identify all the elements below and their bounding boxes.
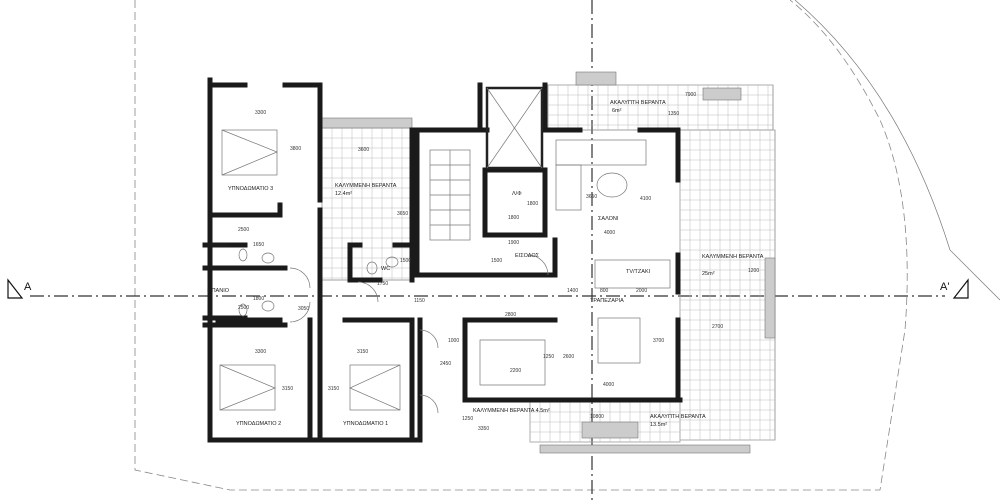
sofa	[555, 139, 647, 166]
room-area-veranda-top: 6m²	[612, 108, 622, 114]
dim: 2450	[440, 361, 451, 367]
door-swings	[289, 254, 549, 414]
planter	[321, 117, 413, 129]
room-label-bath-upper: ΜΠΑΝΙΟ	[207, 243, 230, 249]
section-label-left: A	[24, 281, 32, 293]
dim: 1500	[491, 258, 502, 264]
room-label-veranda-open-bottom: ΑΚΑΛΥΠΤΗ ΒΕΡΑΝΤΑ	[650, 414, 706, 420]
room-label-lift: Λ/Φ	[512, 191, 522, 197]
room-label-tv: TV/ΤΖΑΚΙ	[626, 269, 651, 275]
room-label-bedroom1: ΥΠΝΟΔΩΜΑΤΙΟ 1	[343, 421, 388, 427]
dim: 4100	[640, 196, 651, 202]
dim: 3650	[586, 194, 597, 200]
dim: 3050	[298, 306, 309, 312]
tv-unit	[594, 259, 671, 289]
dim: 3700	[653, 338, 664, 344]
planter	[575, 71, 617, 86]
dim: 1000	[448, 338, 459, 344]
dim: 2500	[238, 227, 249, 233]
bed-bedroom2	[219, 364, 276, 411]
dim: 3800	[290, 146, 301, 152]
dim: 3150	[282, 386, 293, 392]
tile-grid	[321, 84, 776, 443]
section-marker-right-icon	[952, 278, 969, 299]
section-marker-left-icon	[7, 278, 24, 299]
dim: 2000	[636, 288, 647, 294]
room-label-bath-lower: ΜΠΑΝΙΟ	[207, 288, 230, 294]
planter	[764, 257, 776, 339]
dim: 3350	[478, 426, 489, 432]
walls	[202, 77, 683, 443]
dim: 3300	[255, 349, 266, 355]
planter	[702, 87, 742, 101]
dim: 3150	[357, 349, 368, 355]
dim: 2500	[238, 305, 249, 311]
dim: 3600	[358, 147, 369, 153]
dim: 1350	[668, 111, 679, 117]
dim: 3300	[255, 110, 266, 116]
room-label-veranda-left: ΚΑΛΥΜΜΕΝΗ ΒΕΡΑΝΤΑ	[335, 183, 397, 189]
kitchen-counter	[479, 339, 546, 386]
room-label-dining: ΤΡΑΠΕΖΑΡΙΑ	[590, 298, 624, 304]
room-label-bedroom2: ΥΠΝΟΔΩΜΑΤΙΟ 2	[236, 421, 281, 427]
plot-boundary	[134, 0, 908, 491]
planter	[581, 421, 639, 439]
sanitary-fixtures	[238, 248, 399, 317]
dim: 1250	[543, 354, 554, 360]
room-label-entrance: ΕΙΣΟΔΟΣ	[515, 253, 540, 259]
section-label-right: A'	[940, 281, 949, 293]
dim: 800	[600, 288, 609, 294]
dim: 1500	[400, 258, 411, 264]
dim: 4000	[604, 230, 615, 236]
room-area-veranda-right: 25m²	[702, 271, 715, 277]
planter	[539, 444, 751, 454]
dim: 2700	[712, 324, 723, 330]
dim: 2200	[510, 368, 521, 374]
dimension-labels: 3300 3800 3600 3650 2500 1650 2500 1800 …	[238, 92, 759, 432]
room-area-veranda-left: 12.4m²	[335, 191, 352, 197]
dim: 3150	[328, 386, 339, 392]
dim: 2800	[505, 312, 516, 318]
lift-shaft	[485, 86, 544, 170]
dim: 1150	[414, 298, 425, 304]
dim: 1200	[748, 268, 759, 274]
stairs	[429, 149, 471, 241]
dim: 7900	[685, 92, 696, 98]
dim: 4000	[603, 382, 614, 388]
dim: 1250	[462, 416, 473, 422]
coffee-table	[596, 172, 628, 198]
dim: 2600	[563, 354, 574, 360]
dim: 1750	[377, 281, 388, 287]
dim: 1800	[253, 296, 264, 302]
dim: 1800	[527, 201, 538, 207]
room-label-living: ΣΑΛΟΝΙ	[598, 216, 619, 222]
dim: 10800	[590, 414, 604, 420]
dim: 1400	[567, 288, 578, 294]
room-label-veranda-bottom: ΚΑΛΥΜΜΕΝΗ ΒΕΡΑΝΤΑ 4.5m²	[473, 408, 550, 414]
room-label-bedroom3: ΥΠΝΟΔΩΜΑΤΙΟ 3	[228, 186, 273, 192]
dim: 1800	[508, 215, 519, 221]
dim: 1650	[253, 242, 264, 248]
bed-bedroom1	[349, 364, 401, 411]
sofa	[555, 164, 582, 211]
room-label-veranda-right: ΚΑΛΥΜΜΕΝΗ ΒΕΡΑΝΤΑ	[702, 254, 764, 260]
dim: 3650	[397, 211, 408, 217]
room-label-wc: WC	[381, 266, 390, 272]
room-area-veranda-open-bottom: 13.5m²	[650, 422, 667, 428]
dim: 1900	[508, 240, 519, 246]
room-label-veranda-top: ΑΚΑΛΥΠΤΗ ΒΕΡΑΝΤΑ	[610, 100, 666, 106]
site-curve	[794, 0, 1000, 301]
dining-table	[597, 317, 641, 364]
bed-bedroom3	[221, 129, 278, 176]
